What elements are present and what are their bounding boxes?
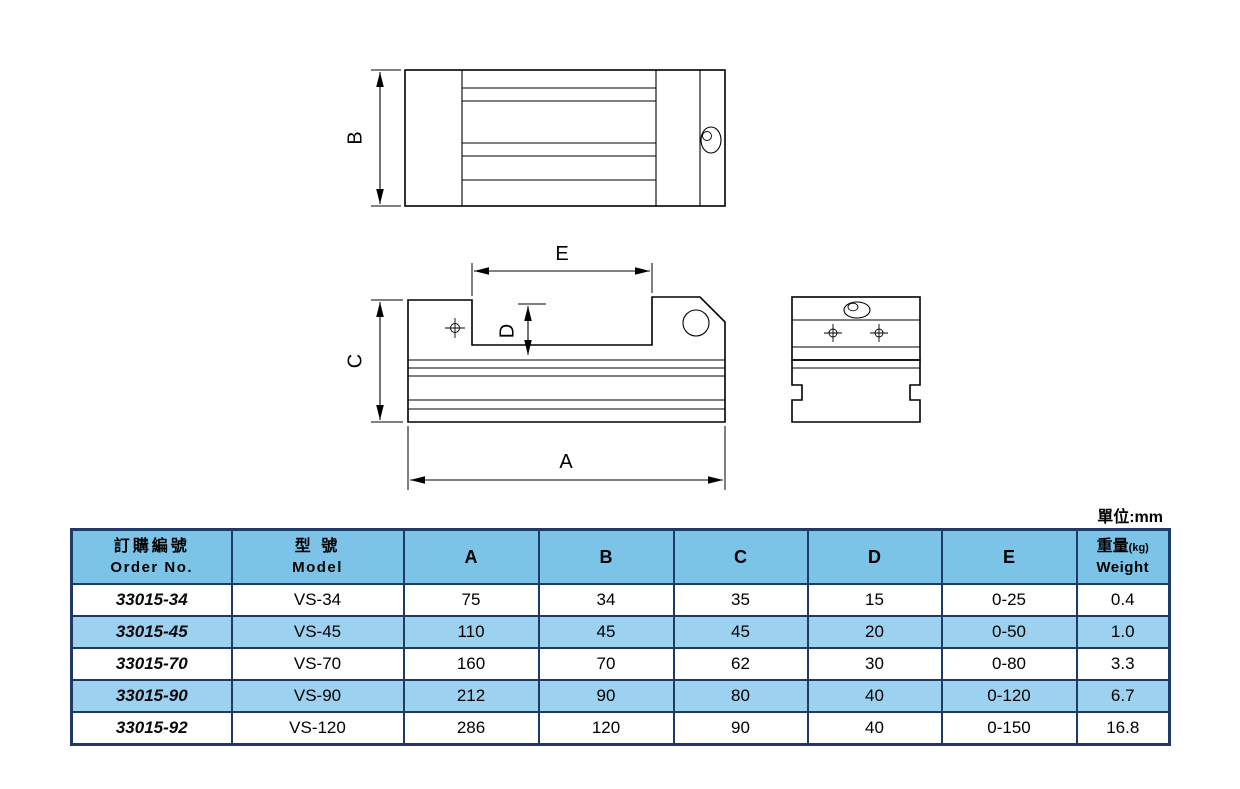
dim-b-cell: 34 xyxy=(537,583,675,617)
top-view-body xyxy=(404,69,726,207)
model-header-en: Model xyxy=(292,558,343,576)
side-view-body xyxy=(407,296,726,423)
dimension-label-c: C xyxy=(344,354,366,368)
dim-d-cell: 30 xyxy=(806,647,943,681)
weight-cell: 16.8 xyxy=(1075,711,1171,746)
dim-b-cell: 70 xyxy=(537,647,675,681)
order-no-header-zh: 訂購編號 xyxy=(113,537,190,555)
table-row: 33015-34 VS-34 75 34 35 15 0-25 0.4 xyxy=(70,583,1171,617)
dim-a-cell: 75 xyxy=(402,583,540,617)
oil-hole xyxy=(843,301,871,319)
order-no-cell: 33015-45 xyxy=(70,615,233,649)
dim-c-cell: 62 xyxy=(672,647,809,681)
dimension-label-b: B xyxy=(344,131,366,144)
dim-b-cell: 120 xyxy=(537,711,675,746)
technical-drawings: B E D xyxy=(344,69,921,490)
weight-zh-text: 重量 xyxy=(1096,537,1129,555)
end-view-drawing xyxy=(791,296,921,423)
order-no-header-en: Order No. xyxy=(110,558,194,576)
screw-hole xyxy=(700,126,722,154)
col-header-dim-e: E xyxy=(940,528,1078,585)
dim-c-cell: 35 xyxy=(672,583,809,617)
dimension-a: A xyxy=(407,426,726,490)
screw-detail xyxy=(702,131,712,141)
col-header-order-no: 訂購編號 Order No. xyxy=(70,528,233,585)
table-row: 33015-45 VS-45 110 45 45 20 0-50 1.0 xyxy=(70,615,1171,649)
dim-c-cell: 90 xyxy=(672,711,809,746)
dim-c-header: C xyxy=(734,546,747,567)
weight-header-zh: 重量(kg) xyxy=(1080,537,1167,558)
dim-a-cell: 286 xyxy=(402,711,540,746)
col-header-dim-a: A xyxy=(402,528,540,585)
dim-e-cell: 0-50 xyxy=(940,615,1078,649)
dim-e-cell: 0-120 xyxy=(940,679,1078,713)
dim-c-cell: 45 xyxy=(672,615,809,649)
oil-hole-detail xyxy=(847,302,859,312)
weight-cell: 6.7 xyxy=(1075,679,1171,713)
dim-b-cell: 90 xyxy=(537,679,675,713)
col-header-dim-d: D xyxy=(806,528,943,585)
dim-c-cell: 80 xyxy=(672,679,809,713)
model-cell: VS-70 xyxy=(230,647,405,681)
side-view-drawing xyxy=(407,296,726,423)
dimension-label-a: A xyxy=(559,451,573,473)
weight-cell: 1.0 xyxy=(1075,615,1171,649)
dim-e-header: E xyxy=(1002,546,1015,567)
dim-a-cell: 160 xyxy=(402,647,540,681)
dimension-b: B xyxy=(344,69,401,207)
dimension-c: C xyxy=(344,299,403,423)
model-cell: VS-34 xyxy=(230,583,405,617)
model-cell: VS-120 xyxy=(230,711,405,746)
spec-table-header: 訂購編號 Order No. 型 號 Model A B C D xyxy=(70,528,1171,585)
spec-table-body: 33015-34 VS-34 75 34 35 15 0-25 0.4 3301… xyxy=(70,583,1171,746)
table-row: 33015-90 VS-90 212 90 80 40 0-120 6.7 xyxy=(70,679,1171,713)
dimension-label-e: E xyxy=(555,243,568,265)
weight-cell: 0.4 xyxy=(1075,583,1171,617)
dim-d-cell: 20 xyxy=(806,615,943,649)
end-view-base xyxy=(791,359,921,423)
dim-e-cell: 0-25 xyxy=(940,583,1078,617)
dim-d-cell: 15 xyxy=(806,583,943,617)
dimension-e: E xyxy=(471,243,653,296)
model-cell: VS-90 xyxy=(230,679,405,713)
weight-cell: 3.3 xyxy=(1075,647,1171,681)
order-no-cell: 33015-34 xyxy=(70,583,233,617)
weight-kg-unit: (kg) xyxy=(1128,541,1149,554)
dim-e-cell: 0-80 xyxy=(940,647,1078,681)
col-header-weight: 重量(kg) Weight xyxy=(1075,528,1171,585)
col-header-dim-b: B xyxy=(537,528,675,585)
top-view-drawing xyxy=(404,69,726,207)
dimension-d: D xyxy=(496,303,546,355)
weight-header-en: Weight xyxy=(1096,558,1150,576)
dim-a-cell: 110 xyxy=(402,615,540,649)
table-row: 33015-70 VS-70 160 70 62 30 0-80 3.3 xyxy=(70,647,1171,681)
unit-note: 單位:mm xyxy=(1097,509,1163,526)
dim-b-header: B xyxy=(599,546,613,567)
dim-d-cell: 40 xyxy=(806,711,943,746)
dimension-label-d: D xyxy=(496,324,518,338)
clamp-hole xyxy=(682,309,710,337)
end-view-upper-body xyxy=(791,296,921,361)
dim-e-cell: 0-150 xyxy=(940,711,1078,746)
spec-table: 訂購編號 Order No. 型 號 Model A B C D xyxy=(70,528,1171,746)
dim-a-cell: 212 xyxy=(402,679,540,713)
col-header-dim-c: C xyxy=(672,528,809,585)
order-no-cell: 33015-90 xyxy=(70,679,233,713)
table-row: 33015-92 VS-120 286 120 90 40 0-150 16.8 xyxy=(70,711,1171,746)
order-no-cell: 33015-92 xyxy=(70,711,233,746)
col-header-model: 型 號 Model xyxy=(230,528,405,585)
model-header-zh: 型 號 xyxy=(294,537,341,555)
model-cell: VS-45 xyxy=(230,615,405,649)
dim-a-header: A xyxy=(464,546,478,567)
dim-d-header: D xyxy=(868,546,881,567)
dim-d-cell: 40 xyxy=(806,679,943,713)
dim-b-cell: 45 xyxy=(537,615,675,649)
order-no-cell: 33015-70 xyxy=(70,647,233,681)
